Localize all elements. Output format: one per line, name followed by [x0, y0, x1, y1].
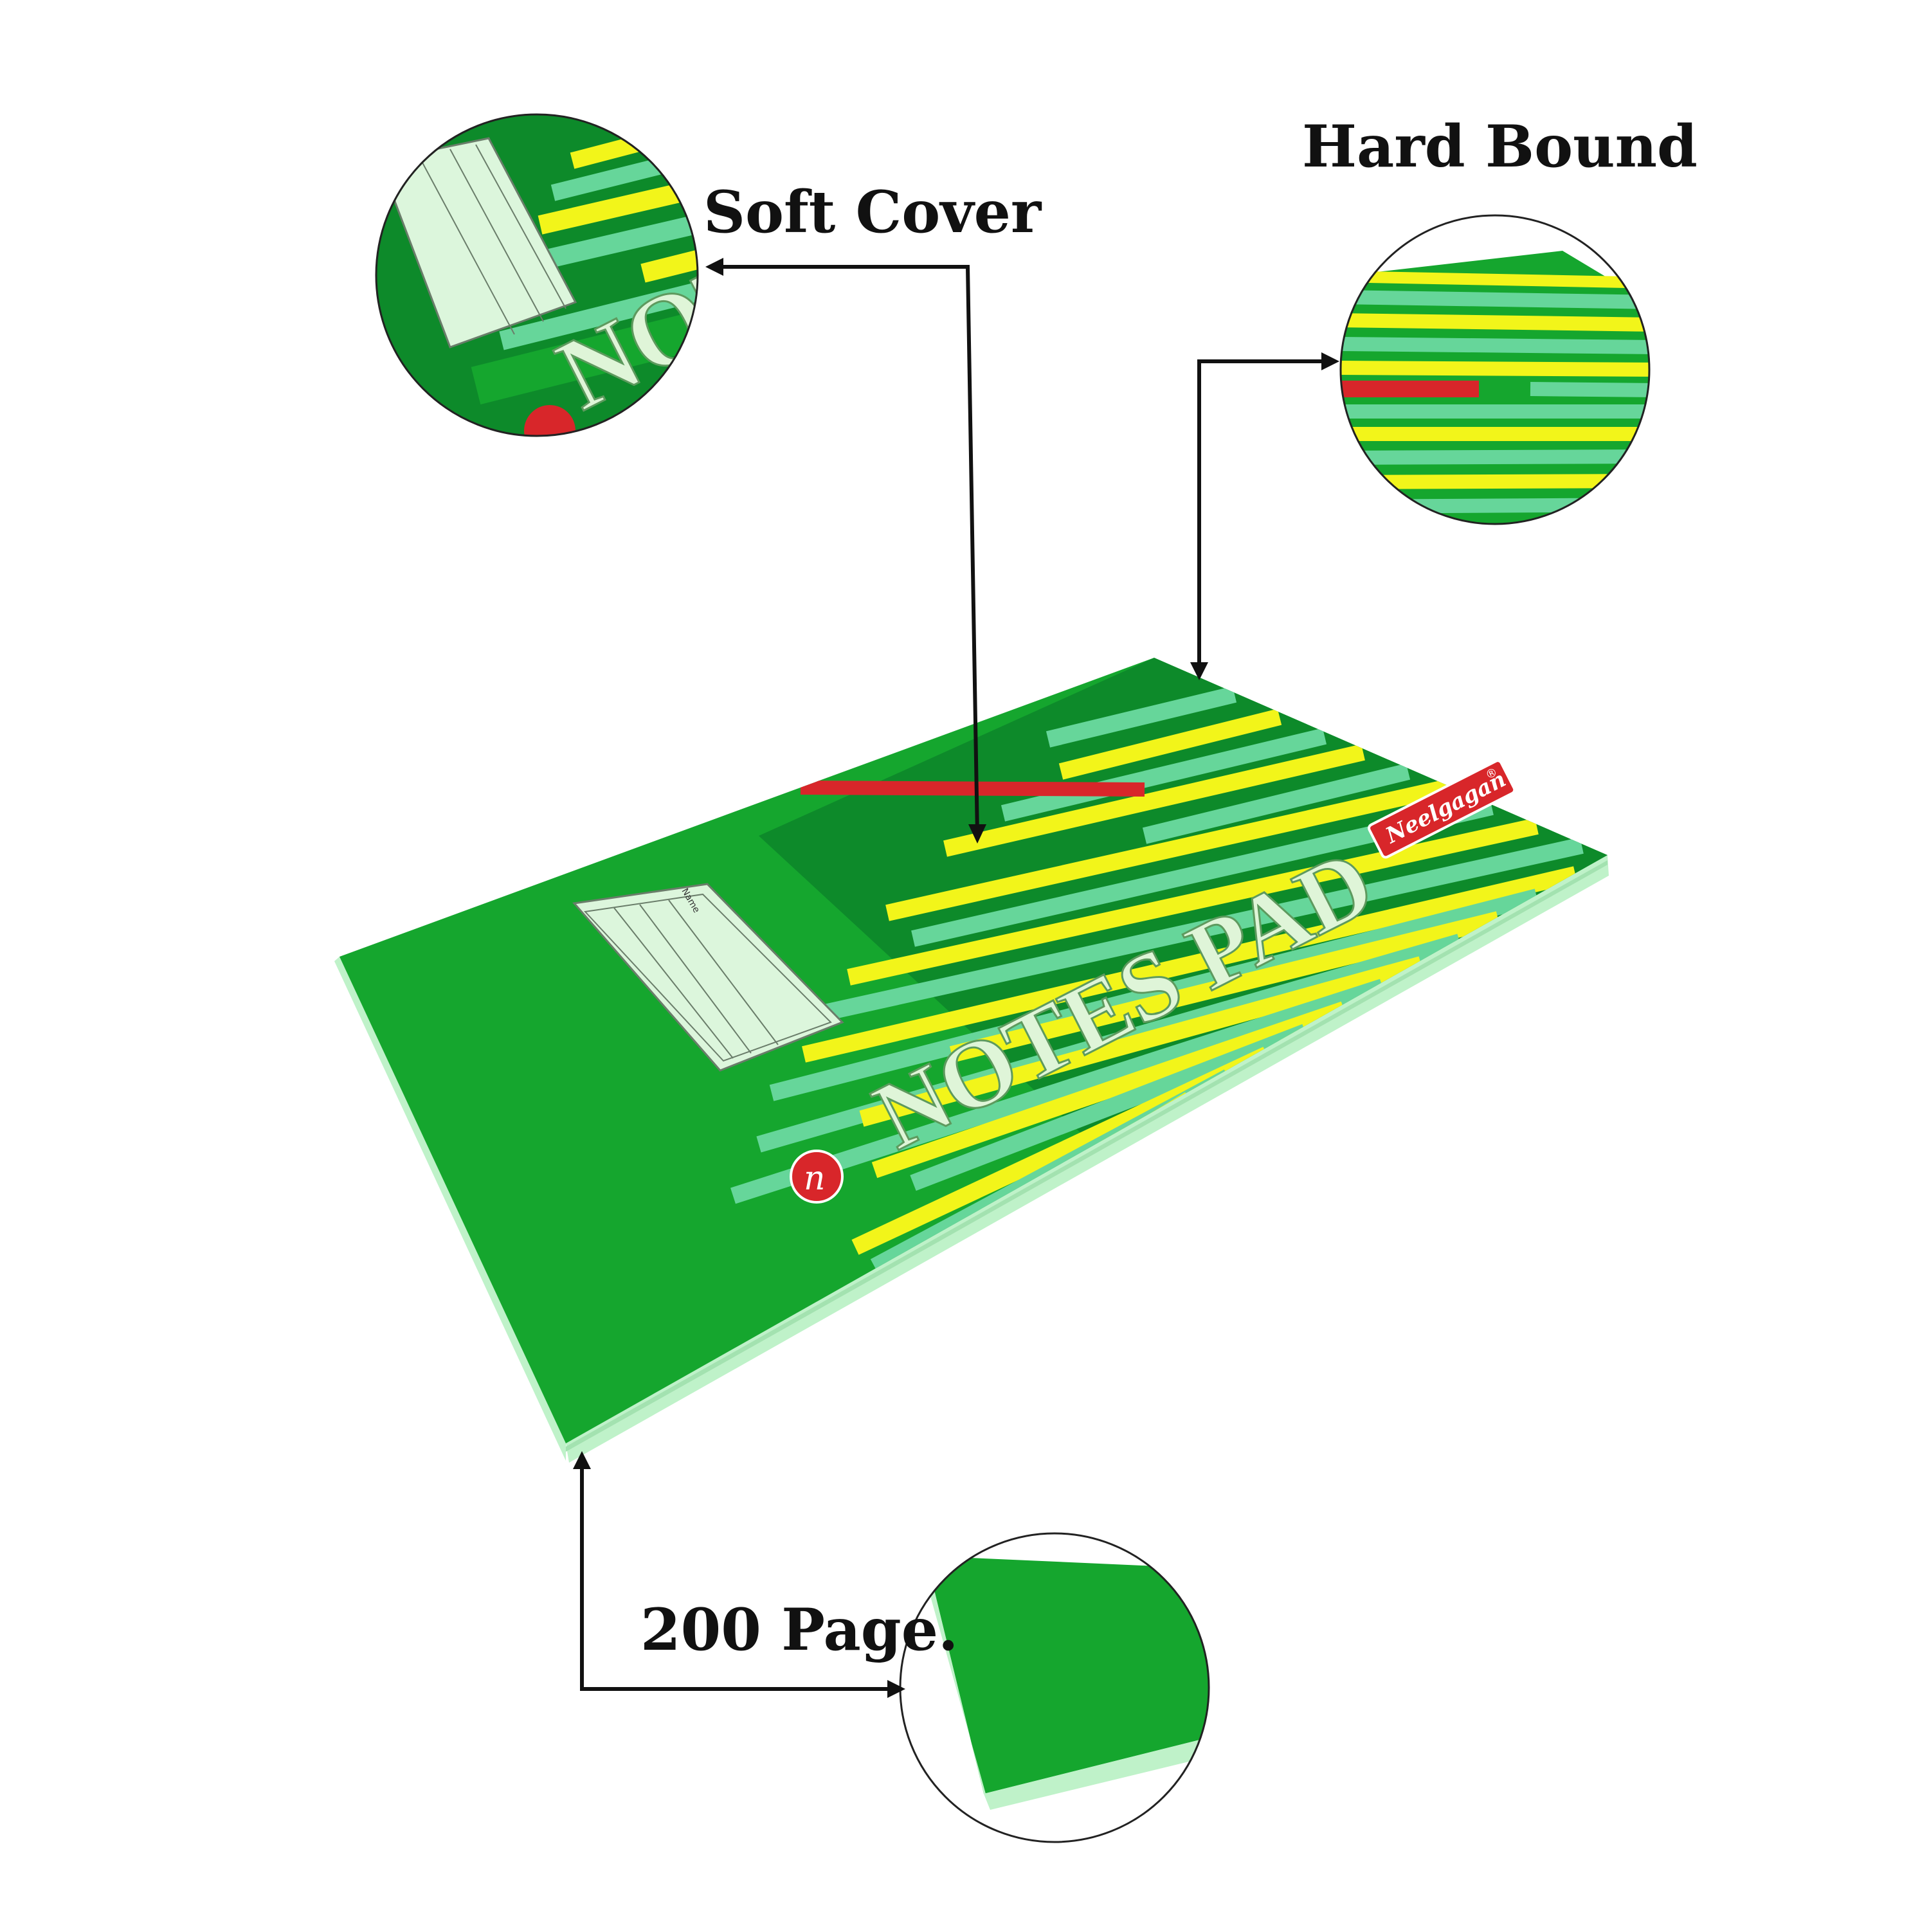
page-count-label: 200 Page.: [640, 1596, 959, 1664]
page-edge-left: [334, 957, 566, 1461]
arrow-pages: [580, 1459, 897, 1691]
svg-text:n: n: [804, 1159, 826, 1198]
arrow-hard-bound: [1197, 359, 1331, 672]
arrowheads: [573, 258, 1339, 1698]
zoom-circle-pages: [899, 1532, 1210, 1843]
logo-icon: n: [790, 1150, 844, 1204]
arrow-soft-cover: [714, 265, 979, 836]
zoom-circle-hard-bound: [1339, 214, 1651, 525]
zoom-circle-soft-cover: NOTES PAD: [375, 113, 699, 437]
soft-cover-label: Soft Cover: [703, 178, 1042, 246]
name-label-panel: Name: [572, 883, 844, 1072]
callout-arrows: [580, 265, 1331, 1691]
hard-bound-label: Hard Bound: [1302, 113, 1698, 181]
